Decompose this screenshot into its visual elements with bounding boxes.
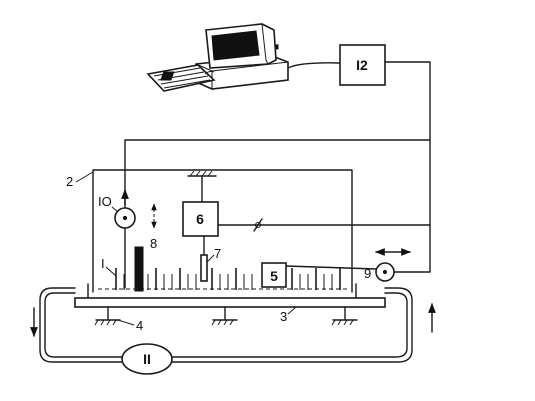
- sensor-10-leader: [111, 206, 119, 213]
- support-hatch: [223, 319, 228, 326]
- circulation-loop-inner: [44, 292, 408, 358]
- hanger-hatch: [207, 170, 213, 177]
- support-hatch: [100, 319, 105, 326]
- computer-link-line: [287, 62, 341, 69]
- rod-8: [134, 246, 144, 292]
- monitor-side-edge: [261, 23, 269, 65]
- keyboard-key-row: [163, 79, 211, 89]
- unit-6: [182, 201, 219, 237]
- beam-3-label: 3: [280, 309, 287, 324]
- probe-7: [200, 254, 208, 282]
- keyboard-key-row: [153, 67, 201, 77]
- support-hatch: [343, 319, 348, 326]
- support-hatch: [337, 319, 342, 326]
- circulation-loop-outer: [39, 287, 413, 363]
- frame-2-label: 2: [66, 174, 73, 189]
- probe-7-label: 7: [214, 246, 221, 261]
- rod-8-label: 8: [150, 236, 157, 251]
- hanger-hatch: [201, 170, 207, 177]
- support: [211, 306, 238, 326]
- support-4-label: 4: [136, 318, 143, 333]
- sensor-10-signal-line: [124, 139, 431, 209]
- box-12-label: I2: [356, 57, 368, 73]
- box-12: [339, 44, 386, 86]
- box-12-signal-line: [384, 61, 431, 273]
- keyboard-keypad: [160, 71, 175, 81]
- beam-3: [74, 297, 386, 308]
- support-hatch: [106, 319, 111, 326]
- support-hatch: [217, 319, 222, 326]
- sensor-9-dot: [382, 269, 388, 275]
- keyboard-key-row: [160, 75, 209, 85]
- support-hatch: [229, 319, 234, 326]
- needle-row: [115, 268, 341, 290]
- support-4-leader: [117, 319, 135, 326]
- pump-11-label: II: [143, 351, 151, 367]
- support-hatch: [331, 319, 336, 326]
- pins-1-label: I: [101, 256, 105, 271]
- signal-break-mark: [253, 218, 263, 232]
- pump-11: [121, 343, 173, 375]
- hanger: [187, 170, 217, 203]
- frame-2-leader: [75, 171, 94, 183]
- hanger-hatch: [195, 170, 201, 177]
- keyboard-cable: [204, 70, 215, 75]
- hanger-hatch: [189, 170, 195, 177]
- support-hatch: [211, 319, 216, 326]
- support: [94, 306, 121, 326]
- monitor-screen: [211, 30, 260, 61]
- beam-3-leader: [287, 306, 297, 315]
- unit-6-label: 6: [196, 211, 204, 227]
- pins-1-leader: [105, 266, 117, 277]
- keyboard-keys: [153, 67, 211, 89]
- computer: [146, 23, 289, 92]
- support: [331, 306, 358, 326]
- block-5-label: 5: [270, 268, 278, 284]
- support-hatch: [349, 319, 354, 326]
- support-hatch: [112, 319, 117, 326]
- signal-break-circle: [255, 222, 261, 228]
- probe-7-leader: [206, 254, 215, 263]
- sensor-9-label: 9: [364, 266, 371, 281]
- support-hatch: [94, 319, 99, 326]
- frame-2: [92, 169, 353, 293]
- sensor-10-dot: [122, 215, 128, 221]
- block-5-link-line: [285, 265, 377, 270]
- sensor-10-label: IO: [98, 194, 112, 209]
- block-5: [261, 262, 287, 288]
